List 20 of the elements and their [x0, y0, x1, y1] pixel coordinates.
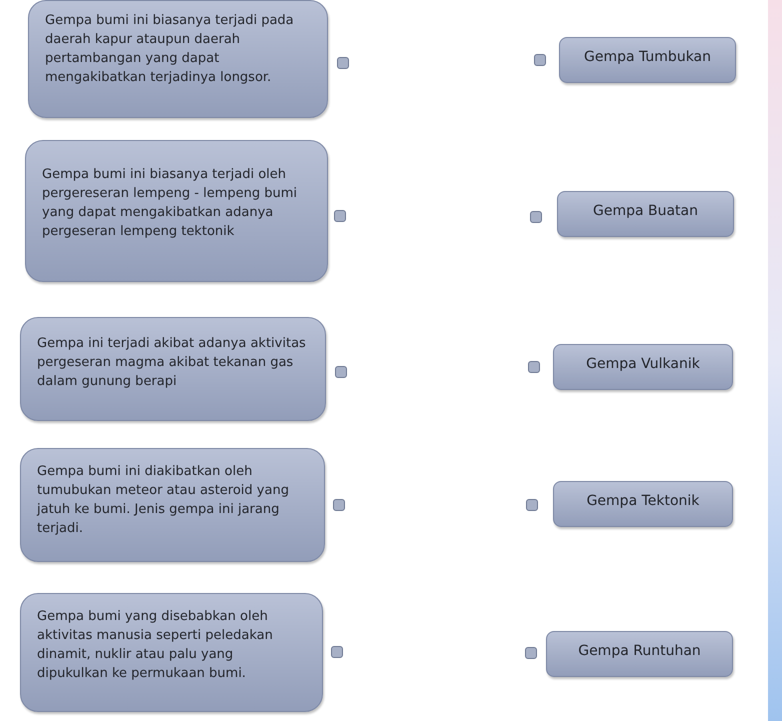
card-text: Gempa Tumbukan	[582, 48, 712, 67]
description-card	[20, 448, 325, 562]
card-text: Gempa bumi ini diakibatkan oleh tumubukan meteor atau asteroid yang jatuh ke bumi. Jenis gempa ini jarang terjadi.	[37, 463, 290, 538]
card-text: Gempa Buatan	[592, 202, 699, 221]
answer-card	[546, 631, 733, 677]
answer-card	[553, 344, 733, 390]
card-text: Gempa bumi ini biasanya terjadi oleh pergereseran lempeng - lempeng bumi yang dapat mengakibatkan adanya pergeseran lempeng tektonik	[42, 166, 298, 241]
description-card	[20, 317, 326, 421]
card-text: Gempa bumi ini biasanya terjadi pada daerah kapur ataupun daerah pertambangan yang dapat mengakibatkan terjadinya longsor.	[45, 12, 295, 87]
description-card	[25, 140, 328, 282]
card-text: Gempa bumi yang disebabkan oleh aktivitas manusia seperti peledakan dinamit, nuklir atau palu yang dipukulkan ke permukaan bumi.	[37, 608, 274, 683]
card-text: Gempa ini terjadi akibat adanya aktivitas pergeseran magma akibat tekanan gas dalam gunung berapi	[37, 335, 307, 391]
answer-card	[557, 191, 734, 237]
answer-card	[559, 37, 736, 83]
card-text: Gempa Tektonik	[586, 492, 700, 511]
card-text: Gempa Vulkanik	[585, 355, 701, 374]
card-text: Gempa Runtuhan	[577, 642, 702, 661]
answer-card	[553, 481, 733, 527]
description-card	[20, 593, 323, 712]
description-card	[28, 0, 328, 118]
